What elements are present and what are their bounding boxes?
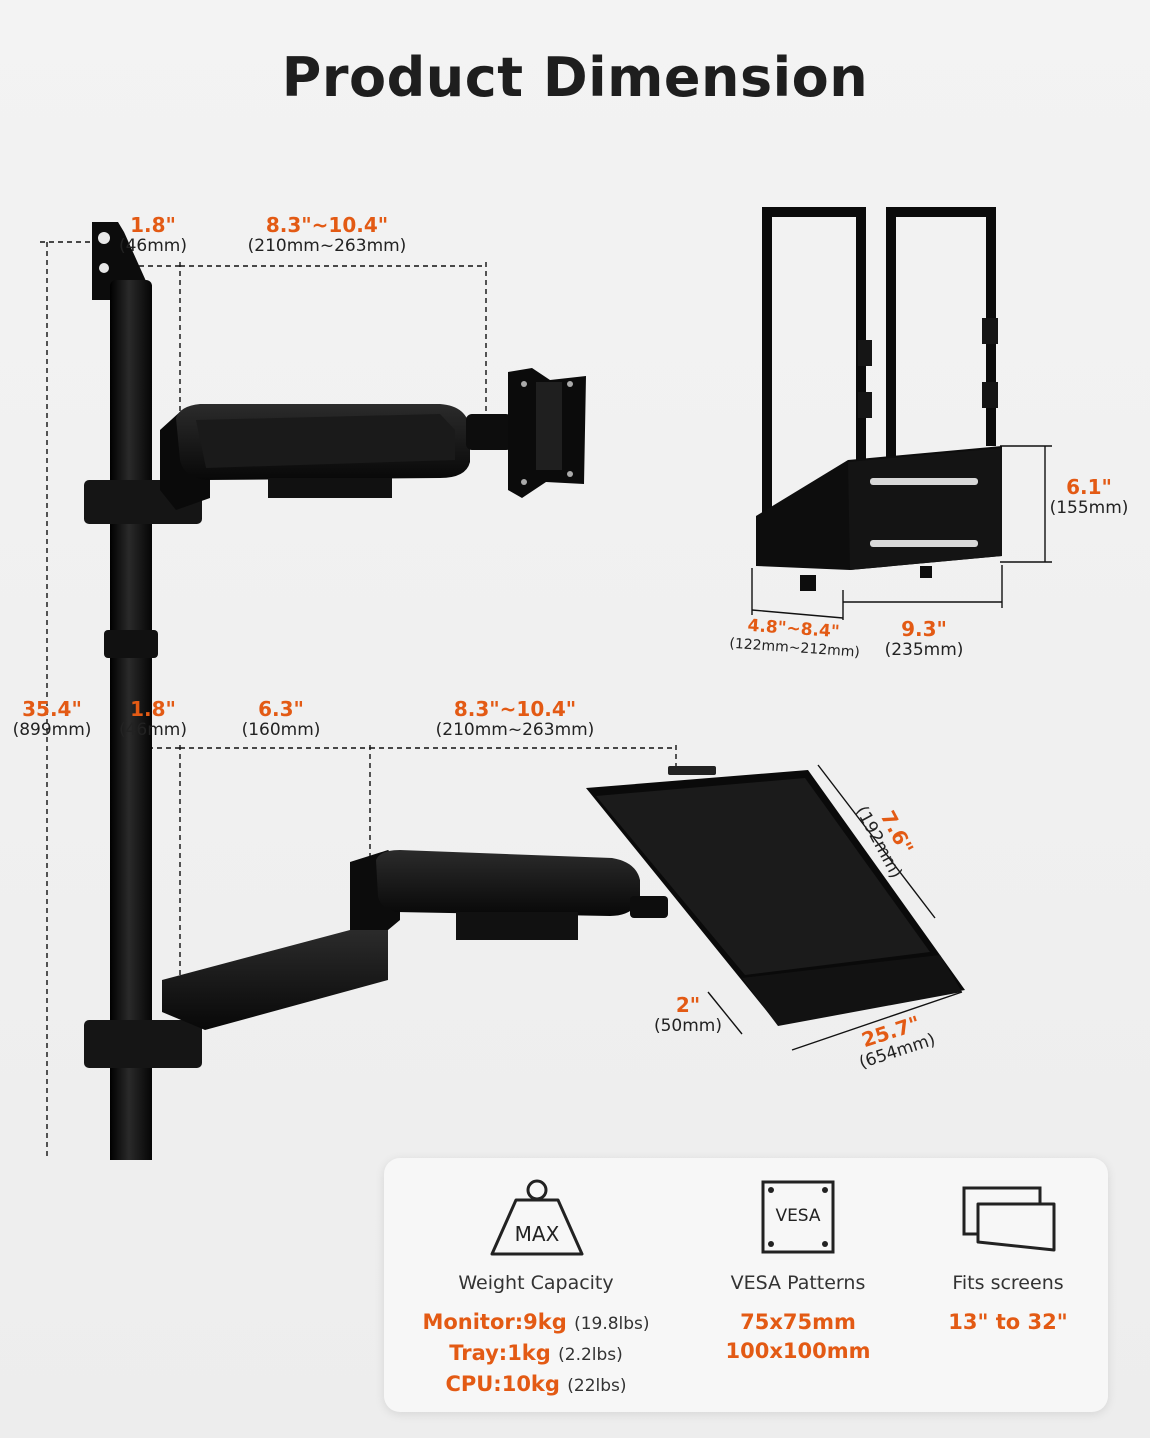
keyboard-tray-arm xyxy=(162,766,965,1030)
dim-cpu-depth: 9.3" (235mm) xyxy=(884,617,964,660)
dim-lower-arm-second: 8.3"~10.4" (210mm~263mm) xyxy=(435,697,595,740)
spec-weight-capacity: MAX Weight Capacity Monitor:9kg (19.8lbs… xyxy=(404,1158,668,1412)
spec-vesa-label: VESA Patterns xyxy=(730,1272,866,1294)
spec-screens-label: Fits screens xyxy=(952,1272,1064,1294)
vesa-plate-icon: VESA xyxy=(761,1180,835,1254)
weight-max-icon: MAX xyxy=(488,1178,586,1258)
monitor-arm xyxy=(160,368,586,510)
dim-pole-height: 35.4" (899mm) xyxy=(12,697,92,740)
spec-vesa: VESA VESA Patterns 75x75mm 100x100mm xyxy=(704,1158,892,1412)
screens-line: 13" to 32" xyxy=(948,1310,1068,1334)
vesa-line: 75x75mm xyxy=(740,1310,856,1334)
dim-lower-arm-first: 6.3" (160mm) xyxy=(241,697,321,740)
dim-top-offset: 1.8" (46mm) xyxy=(118,213,188,256)
weight-line: Monitor:9kg (19.8lbs) xyxy=(422,1310,650,1334)
spec-vesa-values: 75x75mm 100x100mm xyxy=(704,1308,892,1366)
dimension-lines xyxy=(40,241,677,1160)
weight-line: Tray:1kg (2.2lbs) xyxy=(449,1341,623,1365)
spec-screens-values: 13" to 32" xyxy=(924,1308,1092,1337)
spec-weight-label: Weight Capacity xyxy=(458,1272,614,1294)
weight-line: CPU:10kg (22lbs) xyxy=(445,1372,627,1396)
dim-top-arm: 8.3"~10.4" (210mm~263mm) xyxy=(247,213,407,256)
weight-icon-text: MAX xyxy=(514,1222,560,1246)
page-title: Product Dimension xyxy=(281,46,869,109)
spec-screens: Fits screens 13" to 32" xyxy=(924,1158,1092,1412)
product-illustration xyxy=(40,207,1052,1160)
cpu-holder xyxy=(756,207,1002,591)
dim-tray-lip: 2" (50mm) xyxy=(653,993,723,1036)
screens-icon xyxy=(962,1186,1058,1252)
specs-panel: MAX Weight Capacity Monitor:9kg (19.8lbs… xyxy=(384,1158,1108,1412)
vesa-line: 100x100mm xyxy=(725,1339,871,1363)
dim-lower-offset: 1.8" (46mm) xyxy=(118,697,188,740)
dim-cpu-height: 6.1" (155mm) xyxy=(1049,475,1129,518)
spec-weight-values: Monitor:9kg (19.8lbs) Tray:1kg (2.2lbs) … xyxy=(404,1308,668,1401)
vesa-icon-text: VESA xyxy=(775,1206,821,1226)
dimension-lines-solid xyxy=(707,445,1052,1051)
